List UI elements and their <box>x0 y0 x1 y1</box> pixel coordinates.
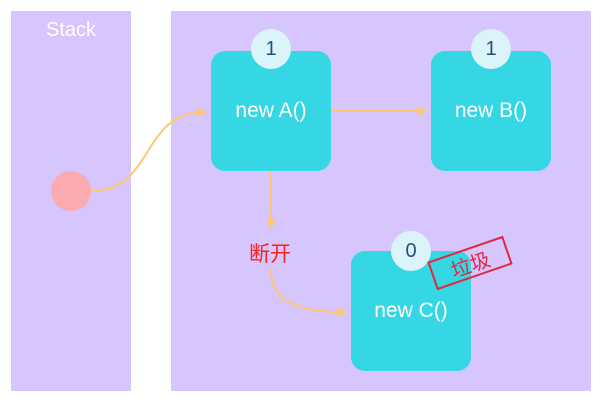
object-b-label: new B() <box>454 99 528 122</box>
break-label: 断开 <box>249 242 291 266</box>
object-c-ref-count: 0 <box>391 231 431 271</box>
object-b-ref-count: 1 <box>471 29 511 69</box>
object-a-label: new A() <box>235 99 307 122</box>
object-c-label: new C() <box>374 299 448 322</box>
object-b-node: new B() <box>431 51 551 171</box>
object-a-node: new A() <box>211 51 331 171</box>
stack-title: Stack <box>45 19 97 41</box>
stack-reference-dot <box>51 171 91 211</box>
object-c-node: new C() <box>351 251 471 371</box>
object-a-ref-count: 1 <box>251 29 291 69</box>
